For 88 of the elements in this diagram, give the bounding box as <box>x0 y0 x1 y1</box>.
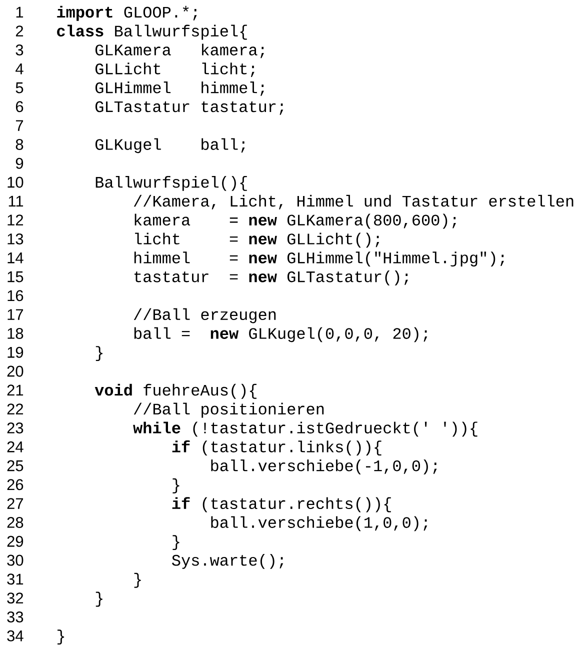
code-text: fuehreAus(){ <box>144 384 256 399</box>
code-text: } <box>134 572 141 588</box>
code-text: ball.verschiebe(1,0,0); <box>211 516 428 532</box>
line-number: 25 <box>7 460 24 472</box>
code-text: tastatur <box>134 271 208 282</box>
line-number: 17 <box>8 309 24 320</box>
line-number: 3 <box>16 44 24 56</box>
code-text: = <box>230 236 238 242</box>
code-text: ball; <box>202 138 245 153</box>
code-text: GLLicht(); <box>287 232 380 248</box>
line-number: 27 <box>7 498 24 509</box>
line-number: 8 <box>16 138 24 150</box>
keyword: import <box>57 6 112 21</box>
line-number: 13 <box>8 233 24 244</box>
line-number: 29 <box>7 536 24 547</box>
code-text: tastatur; <box>202 101 284 115</box>
line-number: 22 <box>7 404 24 414</box>
line-number: 34 <box>7 630 24 642</box>
code-text: GLKamera <box>95 44 171 56</box>
line-number: 5 <box>16 82 24 94</box>
code-text: } <box>172 535 180 550</box>
code-text: (tastatur.links()){ <box>202 440 382 456</box>
line-number: 4 <box>16 64 24 74</box>
code-text: = <box>230 274 238 280</box>
code-text: = <box>230 255 238 260</box>
code-text: GLKugel(0,0,0, 20); <box>249 327 428 342</box>
code-text: //Ball positionieren <box>134 402 324 418</box>
line-number: 33 <box>7 611 24 622</box>
keyword: new <box>210 330 239 339</box>
line-number: 32 <box>7 592 24 604</box>
code-text: (tastatur.rechts()){ <box>202 497 391 512</box>
line-number: 11 <box>8 196 24 206</box>
line-number: 24 <box>7 441 24 452</box>
line-number: 12 <box>8 214 24 226</box>
keyword: class <box>57 24 104 37</box>
code-text: Ballwurfspiel{ <box>115 24 247 40</box>
line-number: 7 <box>16 120 24 131</box>
code-text: //Ball erzeugen <box>134 308 276 324</box>
code-text: GLLicht <box>95 62 160 74</box>
line-number: 23 <box>7 422 24 434</box>
code-text: GLHimmel <box>95 82 171 94</box>
line-number: 16 <box>8 290 24 302</box>
code-text: ball = <box>134 327 190 339</box>
line-number: 26 <box>7 479 24 490</box>
code-text: (!tastatur.istGedrueckt(' ')){ <box>193 422 478 437</box>
line-number: 6 <box>16 101 24 112</box>
line-number: 21 <box>7 384 24 396</box>
code-text: GLTastatur <box>95 101 190 112</box>
line-number: 1 <box>16 6 24 18</box>
code-text: himmel; <box>202 82 264 96</box>
code-text: GLHimmel("Himmel.jpg"); <box>287 252 504 267</box>
code-text: GLKamera(800,600); <box>287 214 456 229</box>
code-text: GLTastatur(); <box>287 270 408 286</box>
line-number: 9 <box>16 158 24 169</box>
code-text: Ballwurfspiel(){ <box>96 176 247 191</box>
line-number: 20 <box>7 366 24 377</box>
code-text: } <box>96 592 102 607</box>
line-number: 30 <box>7 554 24 566</box>
code-text: himmel <box>134 252 190 264</box>
code-text: Sys.warte(); <box>172 554 284 569</box>
line-number: 14 <box>8 252 24 264</box>
line-number: 10 <box>8 176 24 188</box>
code-text: = <box>230 218 238 223</box>
line-number: 28 <box>7 516 24 528</box>
keyword: while <box>133 422 180 434</box>
keyword: if <box>172 497 190 509</box>
line-number: 2 <box>16 26 24 36</box>
code-text: } <box>172 478 180 494</box>
keyword: new <box>249 216 277 226</box>
code-text: GLKugel <box>95 138 161 154</box>
code-text: } <box>96 346 102 362</box>
line-number: 31 <box>7 574 24 585</box>
code-text: } <box>58 630 64 645</box>
code-text: kamera; <box>202 44 264 58</box>
keyword: new <box>249 273 277 282</box>
line-number: 18 <box>8 328 24 339</box>
code-text: kamera <box>134 214 190 226</box>
line-number: 19 <box>8 346 24 358</box>
code-text: //Kamera, Licht, Himmel und Tastatur erstellen <box>134 194 574 210</box>
code-text: ball.verschiebe(-1,0,0); <box>211 460 437 474</box>
keyword: void <box>94 384 132 396</box>
line-number: 15 <box>8 271 24 282</box>
keyword: new <box>249 254 277 264</box>
code-text: licht; <box>202 62 254 78</box>
keyword: if <box>172 440 190 452</box>
code-text: licht <box>135 232 180 244</box>
keyword: new <box>249 236 277 244</box>
code-text: GLOOP.*; <box>124 6 197 20</box>
